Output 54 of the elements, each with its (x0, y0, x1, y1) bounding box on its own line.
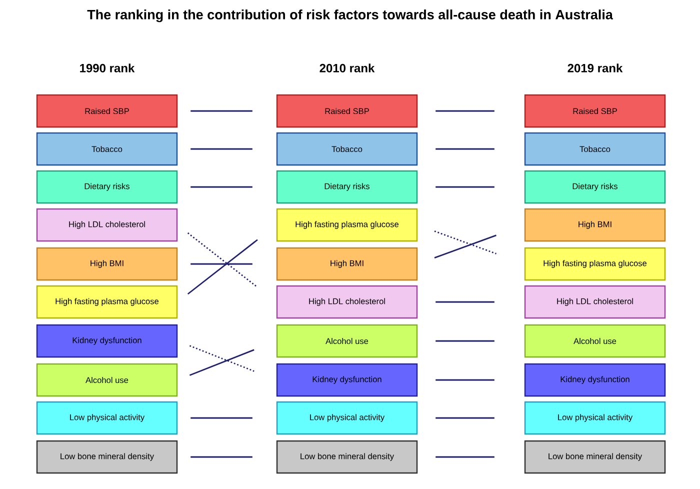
connector-line (190, 148, 252, 150)
risk-factor-box: Tobacco (36, 132, 178, 166)
risk-factor-box: Alcohol use (524, 324, 666, 358)
risk-factor-box: Raised SBP (524, 94, 666, 128)
risk-factor-box: Kidney dysfunction (36, 324, 178, 358)
risk-factor-box: Dietary risks (524, 170, 666, 204)
risk-factor-box: High LDL cholesterol (276, 285, 418, 319)
risk-factor-box: Dietary risks (36, 170, 178, 204)
risk-factor-box: Low physical activity (36, 401, 178, 435)
risk-factor-box: High fasting plasma glucose (36, 285, 178, 319)
connector-line (190, 263, 252, 265)
risk-factor-box: High LDL cholesterol (524, 285, 666, 319)
connector-line (187, 232, 258, 288)
risk-factor-box: High fasting plasma glucose (276, 208, 418, 242)
risk-factor-box: Low physical activity (524, 401, 666, 435)
risk-factor-box: Kidney dysfunction (524, 363, 666, 397)
connector-line (436, 186, 494, 188)
risk-factor-box: Alcohol use (276, 324, 418, 358)
risk-factor-box: High LDL cholesterol (36, 208, 178, 242)
connector-line (190, 417, 252, 419)
column-header: 2019 rank (568, 64, 623, 72)
connector-line (190, 186, 252, 188)
risk-factor-box: High fasting plasma glucose (524, 247, 666, 281)
connector-line (434, 230, 496, 254)
risk-factor-box: High BMI (524, 208, 666, 242)
risk-factor-box: Tobacco (276, 132, 418, 166)
connector-line (436, 301, 494, 303)
connector-line (436, 148, 494, 150)
risk-factor-box: High BMI (36, 247, 178, 281)
connector-line (436, 417, 494, 419)
risk-factor-box: Raised SBP (276, 94, 418, 128)
connector-line (189, 345, 254, 372)
connector-line (187, 239, 258, 295)
risk-factor-box: Tobacco (524, 132, 666, 166)
risk-factor-box: Alcohol use (36, 363, 178, 397)
risk-factor-box: Low bone mineral density (36, 440, 178, 474)
risk-factor-box: Raised SBP (36, 94, 178, 128)
connector-line (436, 340, 494, 342)
connector-line (436, 110, 494, 112)
connector-line (436, 456, 494, 458)
connector-line (190, 456, 252, 458)
connector-line (434, 234, 496, 258)
risk-factor-box: Low bone mineral density (524, 440, 666, 474)
risk-factor-box: Dietary risks (276, 170, 418, 204)
risk-factor-box: Low physical activity (276, 401, 418, 435)
risk-factor-box: High BMI (276, 247, 418, 281)
connector-line (189, 349, 254, 376)
connector-line (436, 379, 494, 381)
column-header: 2010 rank (320, 64, 375, 72)
risk-factor-box: Kidney dysfunction (276, 363, 418, 397)
risk-factor-box: Low bone mineral density (276, 440, 418, 474)
connector-line (190, 110, 252, 112)
column-header: 1990 rank (80, 64, 135, 72)
title: The ranking in the contribution of risk factors towards all-cause death in Australia (87, 10, 613, 22)
